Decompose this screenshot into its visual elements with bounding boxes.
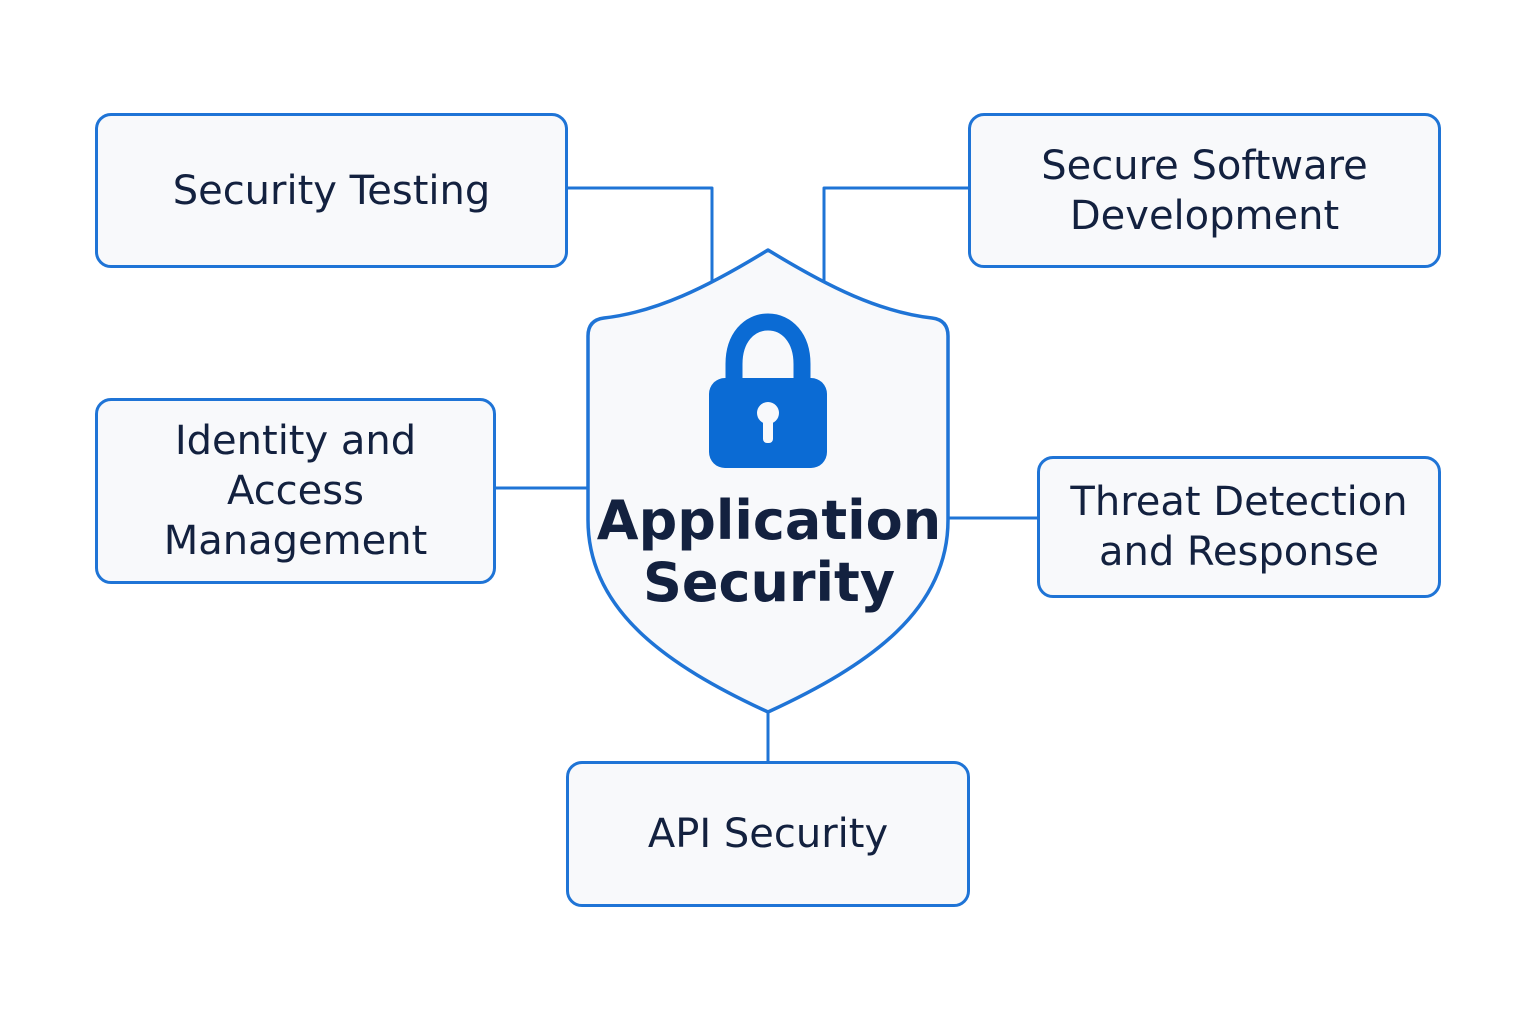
box-identity-access-management-line-1: Identity and [174,418,417,464]
box-api-security-label: API Security [647,811,889,857]
box-secure-software-development: Secure Software Development [968,113,1441,268]
center-title-line-1: Application [596,489,942,552]
box-api-security: API Security [566,761,970,907]
lock-icon [709,313,827,468]
box-identity-access-management: Identity and Access Management [95,398,496,584]
shield-shape [586,248,950,714]
box-security-testing-label: Security Testing [172,167,491,214]
box-secure-software-development-line-2: Development [1069,192,1340,239]
connector-secure-software-development [822,186,970,287]
box-threat-detection-response-line-1: Threat Detection [1070,479,1408,525]
box-identity-access-management-line-2: Access [227,468,364,514]
box-security-testing: Security Testing [95,113,568,268]
box-threat-detection-response: Threat Detection and Response [1037,456,1441,598]
center-title-line-2: Security [642,551,896,614]
connector-security-testing [566,186,714,287]
center-title: Application Security [586,490,952,614]
box-threat-detection-response-line-2: and Response [1098,529,1380,575]
box-identity-access-management-line-3: Management [163,518,428,564]
box-secure-software-development-line-1: Secure Software [1041,142,1368,189]
